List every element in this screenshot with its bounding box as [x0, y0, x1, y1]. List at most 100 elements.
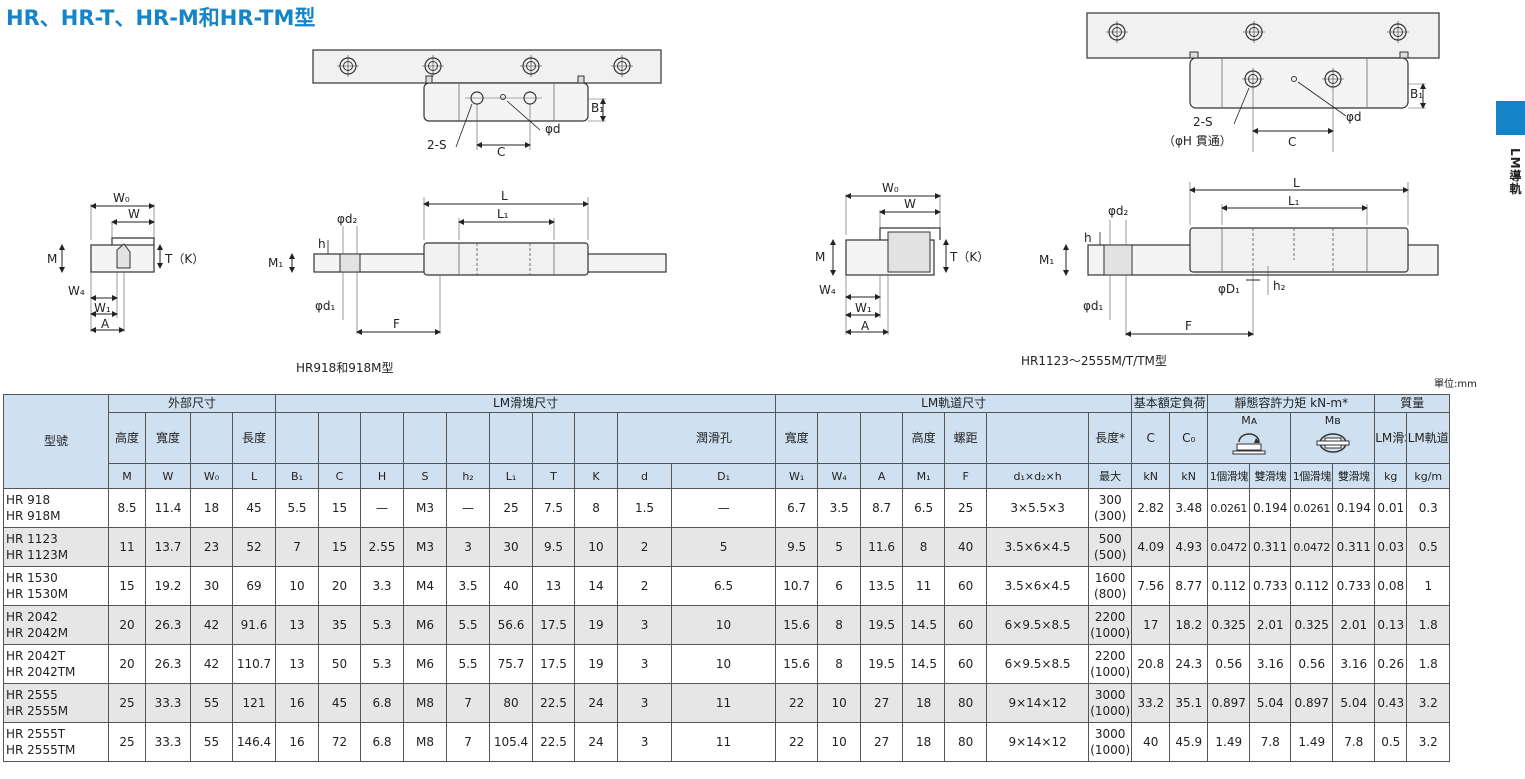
value-cell: 18.2: [1169, 605, 1209, 645]
value-cell: 0.733: [1249, 566, 1292, 606]
sub-blank: [986, 412, 1090, 464]
label-w4-left: W₄: [68, 284, 85, 298]
symbol-cell: W₄: [817, 463, 862, 489]
spec-table: 型號 外部尺寸 LM滑塊尺寸 LM軌道尺寸 基本額定負荷 靜態容許力矩 kN-m…: [3, 394, 1505, 762]
label-phi-h-right: （φH 貫通）: [1163, 134, 1232, 148]
value-cell: 10: [671, 605, 777, 645]
value-cell: 20: [108, 605, 146, 645]
label-l1-right: L₁: [1288, 194, 1300, 208]
label-f-right: F: [1185, 319, 1192, 333]
symbol-cell: 最大: [1088, 463, 1133, 489]
label-phi-d1-right: φd₁: [1083, 299, 1104, 313]
value-cell: 0.0261: [1290, 488, 1334, 528]
value-cell: 10: [817, 722, 862, 762]
symbol-cell: 雙滑塊: [1332, 463, 1376, 489]
value-cell: 3.16: [1249, 644, 1292, 684]
label-m-left: M: [47, 252, 57, 266]
value-cell: 5.5: [446, 605, 491, 645]
value-cell: 45.9: [1169, 722, 1209, 762]
right-end-view: W₀ W M T（K） W₄ W₁ A: [815, 181, 989, 335]
value-cell: 105.4: [489, 722, 534, 762]
value-cell: 40: [489, 566, 534, 606]
max-length-value: (300): [1094, 509, 1127, 523]
sub-blank: [489, 412, 534, 464]
label-h-left: h: [318, 237, 326, 251]
sub-length: 長度: [231, 412, 277, 464]
figure-caption-right: HR1123～2555M/T/TM型: [1021, 354, 1167, 368]
value-cell: 3.48: [1169, 488, 1209, 528]
value-cell: 17: [1131, 605, 1171, 645]
value-cell: 80: [944, 722, 988, 762]
sub-length-max: 長度*: [1088, 412, 1133, 464]
label-phi-d-left: φd: [545, 122, 561, 136]
header-load: 基本額定負荷: [1131, 394, 1209, 413]
model-name: HR 1123: [6, 532, 58, 546]
value-cell: 26.3: [145, 644, 191, 684]
sub-blank: [318, 412, 362, 464]
value-cell: 3: [617, 722, 673, 762]
max-length-cell: 3000(1000): [1088, 722, 1133, 762]
symbol-cell: W₀: [190, 463, 233, 489]
value-cell: 3.2: [1406, 722, 1451, 762]
max-length-value: 3000: [1094, 727, 1126, 741]
value-cell: 0.3: [1406, 488, 1451, 528]
value-cell: 42: [190, 644, 233, 684]
sub-blank: [574, 412, 619, 464]
value-cell: 22.5: [532, 722, 576, 762]
sub-blank: [860, 412, 904, 464]
label-m-right: M: [815, 250, 825, 264]
value-cell: 0.733: [1332, 566, 1376, 606]
value-cell: 3: [446, 527, 491, 567]
value-cell: 0.08: [1374, 566, 1408, 606]
value-cell: 11.4: [145, 488, 191, 528]
value-cell: 13: [532, 566, 576, 606]
max-length-value: (500): [1094, 548, 1127, 562]
value-cell: 0.5: [1406, 527, 1451, 567]
value-cell: 5: [671, 527, 777, 567]
symbol-cell: F: [944, 463, 988, 489]
value-cell: 2.55: [360, 527, 405, 567]
model-name: HR 2555T: [6, 727, 66, 741]
value-cell: 3.3: [360, 566, 405, 606]
symbol-cell: h₂: [446, 463, 491, 489]
label-phi-d2-left: φd₂: [337, 212, 358, 226]
value-cell: 19: [574, 644, 619, 684]
value-cell: 6.8: [360, 722, 405, 762]
value-cell: 14: [574, 566, 619, 606]
symbol-cell: kN: [1131, 463, 1171, 489]
value-cell: 0.325: [1207, 605, 1251, 645]
value-cell: 60: [944, 566, 988, 606]
value-cell: 40: [1131, 722, 1171, 762]
label-a-right: A: [861, 319, 870, 333]
sub-c: C: [1131, 412, 1171, 464]
value-cell: 10: [671, 644, 777, 684]
value-cell: 60: [944, 644, 988, 684]
right-top-view: B₁ 2-S （φH 貫通） φd C: [1086, 12, 1440, 152]
value-cell: 52: [231, 527, 277, 567]
label-w-right: W: [904, 197, 916, 211]
label-phi-D1-right: φD₁: [1218, 282, 1240, 296]
value-cell: 7.56: [1131, 566, 1171, 606]
label-w4-right: W₄: [819, 283, 836, 297]
value-cell: 3: [617, 605, 673, 645]
value-cell: 69: [231, 566, 277, 606]
label-c-left: C: [497, 145, 505, 159]
sub-rail-height: 高度: [902, 412, 946, 464]
value-cell: 0.897: [1290, 683, 1334, 723]
page-title: HR、HR-T、HR-M和HR-TM型: [6, 6, 316, 30]
label-2s-right: 2-S: [1193, 115, 1213, 129]
side-section-tab[interactable]: [1496, 101, 1525, 135]
value-cell: 10: [574, 527, 619, 567]
value-cell: 6.8: [360, 683, 405, 723]
value-cell: 5.3: [360, 644, 405, 684]
model-name: HR 1530M: [6, 587, 69, 601]
value-cell: 110.7: [231, 644, 277, 684]
label-h2-right: h₂: [1273, 279, 1286, 293]
label-w1-left: W₁: [94, 301, 111, 315]
sub-rail-mass: LM軌道: [1406, 412, 1451, 464]
left-side-view: L L₁ φd₂ h M₁ φd₁ F: [268, 189, 667, 335]
value-cell: 8.7: [860, 488, 904, 528]
value-cell: 45: [231, 488, 277, 528]
value-cell: 1.8: [1406, 605, 1451, 645]
value-cell: 0.01: [1374, 488, 1408, 528]
